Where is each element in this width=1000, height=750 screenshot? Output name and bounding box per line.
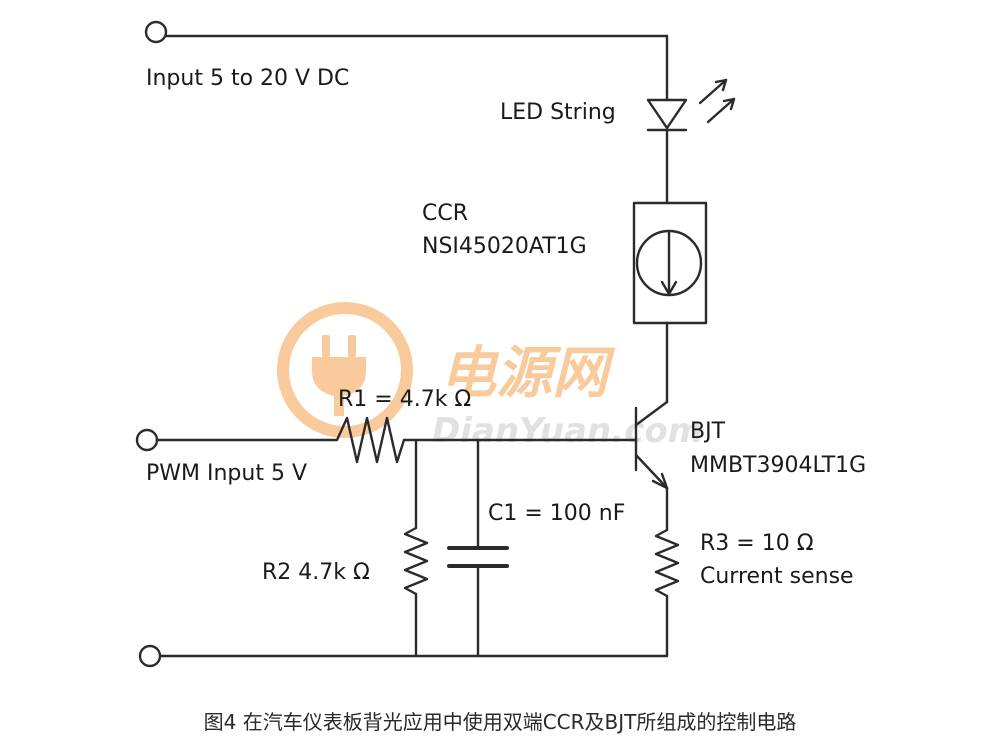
- ground-terminal: [138, 644, 162, 668]
- bjt-part-label: MMBT3904LT1G: [690, 453, 867, 478]
- ccr-part-label: NSI45020AT1G: [422, 234, 587, 259]
- ccr-device: [632, 201, 708, 325]
- r2-label: R2 4.7k Ω: [262, 560, 370, 585]
- watermark-cn: 电源网: [440, 341, 616, 406]
- watermark-en: DianYuan.com: [432, 411, 703, 451]
- plug-icon: [312, 335, 366, 416]
- pwm-input-terminal: [135, 428, 159, 452]
- input-dc-label: Input 5 to 20 V DC: [146, 66, 350, 91]
- light-emission-arrows: [698, 78, 736, 124]
- led-string-label: LED String: [500, 100, 616, 125]
- resistor-r3: [654, 528, 680, 598]
- resistor-r1: [320, 416, 406, 464]
- c1-label: C1 = 100 nF: [488, 501, 626, 526]
- r1-label: R1 = 4.7k Ω: [338, 387, 472, 412]
- watermark: 电源网 DianYuan.com: [277, 302, 703, 451]
- ccr-label: CCR: [422, 201, 469, 226]
- pwm-input-label: PWM Input 5 V: [146, 461, 307, 486]
- led-diode: [646, 90, 688, 132]
- bjt-label: BJT: [690, 419, 726, 444]
- input-dc-terminal: [144, 20, 168, 44]
- figure-caption: 图4 在汽车仪表板背光应用中使用双端CCR及BJT所组成的控制电路: [203, 710, 797, 734]
- watermark-ring: [277, 302, 413, 438]
- r3-label: R3 = 10 Ω: [700, 531, 814, 556]
- current-sense-label: Current sense: [700, 564, 854, 589]
- resistor-r2: [403, 526, 429, 596]
